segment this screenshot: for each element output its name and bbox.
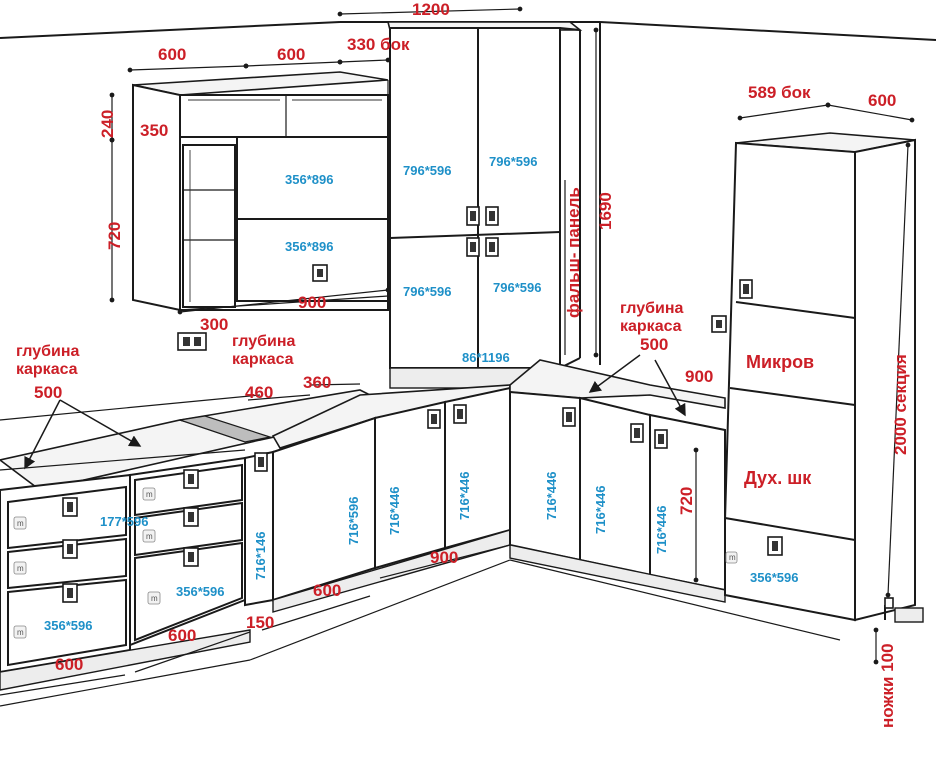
dim-2000-section: 2000 секция (891, 354, 910, 455)
facade-tall-tl: 796*596 (403, 163, 451, 178)
dim-720-upper: 720 (105, 222, 124, 250)
dim-300: 300 (200, 315, 228, 334)
dim-900-right: 900 (685, 367, 713, 386)
dim-bottom-600-b: 600 (168, 626, 196, 645)
facade-upper-2: 356*896 (285, 239, 333, 254)
depth-mid-line2: каркаса (232, 351, 294, 368)
facade-716-446-e: 716*446 (654, 506, 669, 554)
dim-600-right: 600 (277, 45, 305, 64)
upper-cabinets (132, 71, 389, 351)
m-badge-icon (13, 516, 27, 530)
dim-bottom-150: 150 (246, 613, 274, 632)
facade-tall-bl: 796*596 (403, 284, 451, 299)
dim-589-bok: 589 бок (748, 83, 811, 102)
dim-460: 460 (245, 383, 273, 402)
dim-360: 360 (303, 373, 331, 392)
dim-900-upper: 900 (298, 293, 326, 312)
facade-716-596: 716*596 (346, 497, 361, 545)
depth-left-value: 500 (34, 383, 62, 402)
depth-left-line2: каркаса (16, 361, 78, 378)
label-false-panel: фальш- панель (564, 187, 583, 318)
dim-bottom-900: 900 (430, 548, 458, 567)
facade-716-446-a: 716*446 (387, 487, 402, 535)
upper-door-2 (236, 218, 389, 302)
dim-bottom-600-c: 600 (313, 581, 341, 600)
dim-1690: 1690 (596, 192, 615, 230)
svg-text:m: m (17, 564, 24, 573)
svg-text:m: m (146, 532, 153, 541)
facade-oven-drawer: 356*596 (750, 570, 798, 585)
facade-tall-tr: 796*596 (489, 154, 537, 169)
dim-330-bok: 330 бок (347, 35, 410, 54)
depth-mid-line1: глубина (232, 333, 296, 350)
facade-drawer-356-a: 356*596 (44, 618, 92, 633)
facade-tall-br: 796*596 (493, 280, 541, 295)
facade-drawer-356-b: 356*596 (176, 584, 224, 599)
facade-716-446-b: 716*446 (457, 472, 472, 520)
socket-icon (177, 332, 207, 351)
depth-left-line1: глубина (16, 343, 80, 360)
svg-text:m: m (17, 519, 24, 528)
dim-350: 350 (140, 121, 168, 140)
dim-600-left: 600 (158, 45, 186, 64)
facade-upper-1: 356*896 (285, 172, 333, 187)
depth-right-line1: глубина (620, 300, 684, 317)
label-microwave: Микров (746, 352, 814, 372)
svg-text:m: m (729, 553, 736, 562)
depth-right-line2: каркаса (620, 318, 682, 335)
svg-text:m: m (17, 628, 24, 637)
dim-600-tall: 600 (868, 91, 896, 110)
walls (0, 21, 936, 707)
depth-right-value: 500 (640, 335, 668, 354)
dim-bottom-600-a: 600 (55, 655, 83, 674)
svg-text:m: m (151, 594, 158, 603)
facade-drawer-177: 177*596 (100, 514, 148, 529)
label-oven: Дух. шк (744, 468, 812, 488)
tall-cabinet-center (386, 21, 583, 389)
facade-716-146: 716*146 (253, 532, 268, 580)
facade-716-446-c: 716*446 (544, 472, 559, 520)
dimension-lines (0, 6, 915, 696)
dim-720-right: 720 (677, 487, 696, 515)
dim-240: 240 (98, 110, 117, 138)
svg-text:m: m (146, 490, 153, 499)
base-cabinets-right (509, 359, 726, 603)
facade-716-446-d: 716*446 (593, 486, 608, 534)
facade-tall-bottom: 86*1196 (462, 350, 510, 365)
depth-arrows (24, 354, 686, 470)
dim-legs-100: ножки 100 (878, 643, 897, 728)
base-cabinets-left: m m m m m m (0, 389, 403, 691)
dim-1200: 1200 (412, 0, 450, 19)
